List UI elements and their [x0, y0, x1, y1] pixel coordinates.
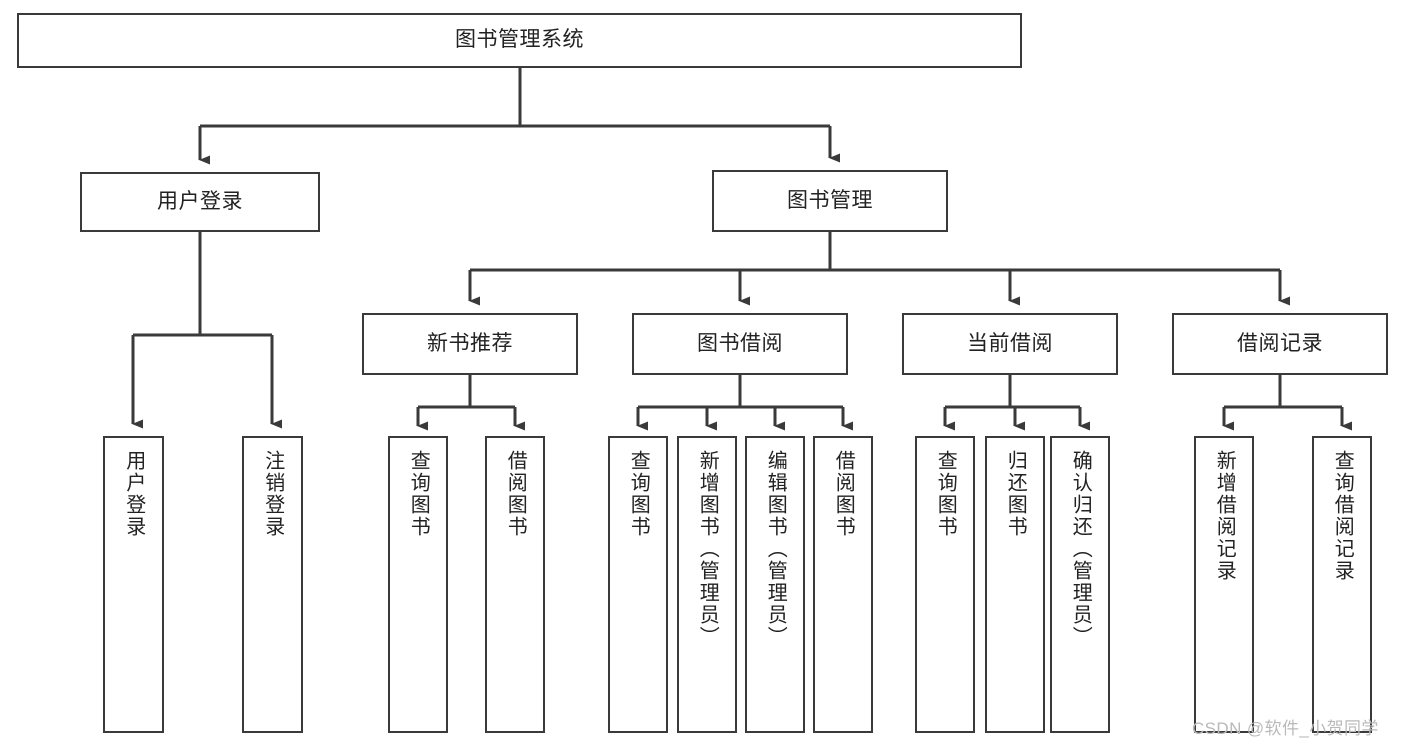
node-label: 确认归还（管理员） — [1069, 450, 1092, 648]
node-label: 新增图书（管理员） — [696, 450, 719, 648]
node-label: 查询图书 — [627, 450, 650, 538]
node-label: 用户登录 — [122, 450, 145, 538]
node-borrow-record[interactable]: 借阅记录 — [1172, 313, 1388, 375]
node-label: 借阅记录 — [1237, 331, 1323, 355]
node-label: 注销登录 — [261, 450, 284, 538]
node-label: 图书管理系统 — [455, 28, 584, 52]
node-leaf-query-record[interactable]: 查询借阅记录 — [1312, 436, 1372, 733]
watermark-text: CSDN @软件_小贺同学 — [1192, 719, 1379, 738]
node-label: 借阅图书 — [504, 450, 527, 538]
node-label: 图书管理 — [787, 188, 873, 212]
node-leaf-user-login[interactable]: 用户登录 — [103, 436, 164, 733]
node-label: 编辑图书（管理员） — [764, 450, 787, 648]
node-leaf-return-book[interactable]: 归还图书 — [985, 436, 1045, 733]
node-root-system[interactable]: 图书管理系统 — [17, 13, 1022, 68]
node-book-borrow[interactable]: 图书借阅 — [632, 313, 848, 375]
node-book-manage[interactable]: 图书管理 — [712, 170, 948, 232]
node-leaf-borrow-book[interactable]: 借阅图书 — [813, 436, 873, 733]
node-leaf-add-book[interactable]: 新增图书（管理员） — [677, 436, 737, 733]
node-label: 借阅图书 — [832, 450, 855, 538]
node-leaf-query-book-borrow[interactable]: 查询图书 — [608, 436, 668, 733]
node-label: 当前借阅 — [967, 331, 1053, 355]
node-label: 归还图书 — [1004, 450, 1027, 538]
node-label: 查询图书 — [934, 450, 957, 538]
node-leaf-query-book-rec[interactable]: 查询图书 — [388, 436, 448, 733]
node-user-login[interactable]: 用户登录 — [80, 172, 320, 232]
node-label: 新书推荐 — [427, 331, 513, 355]
node-label: 新增借阅记录 — [1213, 450, 1236, 582]
node-leaf-confirm-return[interactable]: 确认归还（管理员） — [1050, 436, 1110, 733]
node-leaf-query-book-cur[interactable]: 查询图书 — [915, 436, 975, 733]
node-leaf-logout[interactable]: 注销登录 — [242, 436, 303, 733]
node-label: 用户登录 — [157, 189, 243, 213]
node-new-book-recommend[interactable]: 新书推荐 — [362, 313, 578, 375]
node-leaf-edit-book[interactable]: 编辑图书（管理员） — [745, 436, 805, 733]
node-current-borrow[interactable]: 当前借阅 — [902, 313, 1118, 375]
node-leaf-borrow-book-rec[interactable]: 借阅图书 — [485, 436, 545, 733]
node-label: 查询图书 — [407, 450, 430, 538]
node-label: 图书借阅 — [697, 331, 783, 355]
node-leaf-add-record[interactable]: 新增借阅记录 — [1194, 436, 1254, 733]
node-label: 查询借阅记录 — [1331, 450, 1354, 582]
